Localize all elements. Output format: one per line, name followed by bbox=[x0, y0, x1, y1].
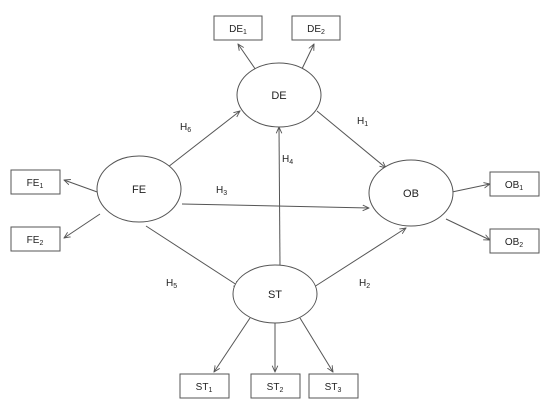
hypothesis-h4-base: H bbox=[282, 154, 289, 165]
indicator-st2-label: ST2 bbox=[267, 382, 284, 394]
indicator-fe2-sub: 2 bbox=[39, 240, 43, 247]
construct-fe-label: FE bbox=[132, 184, 146, 196]
hypothesis-h6-label: H6 bbox=[180, 122, 191, 134]
indicator-st2-base: ST bbox=[267, 382, 280, 393]
construct-st-ellipse bbox=[232, 264, 318, 324]
hypothesis-h3-sub: 3 bbox=[223, 190, 227, 197]
construct-st-label: ST bbox=[268, 289, 282, 301]
path-st-st1 bbox=[214, 317, 251, 372]
indicator-de1-sub: 1 bbox=[243, 29, 247, 36]
indicator-fe1-label: FE1 bbox=[27, 178, 44, 190]
indicator-ob1-base: OB bbox=[505, 180, 520, 191]
path-de-ob bbox=[316, 110, 386, 168]
indicator-de2-base: DE bbox=[307, 24, 321, 35]
construct-de-label: DE bbox=[271, 90, 286, 102]
construct-de-ellipse bbox=[236, 62, 322, 128]
indicator-fe1-base: FE bbox=[27, 178, 40, 189]
hypothesis-h1-label: H1 bbox=[357, 116, 368, 128]
hypothesis-h2-base: H bbox=[359, 278, 366, 289]
indicator-ob2-label: OB2 bbox=[505, 237, 523, 249]
indicator-fe1-sub: 1 bbox=[39, 183, 43, 190]
indicator-st3-base: ST bbox=[325, 382, 338, 393]
construct-fe-ellipse bbox=[96, 155, 182, 223]
path-fe-fe1 bbox=[64, 180, 101, 194]
hypothesis-h2-label: H2 bbox=[359, 278, 370, 290]
path-st-st3 bbox=[299, 317, 333, 372]
path-st-de bbox=[279, 127, 280, 268]
hypothesis-h6-sub: 6 bbox=[187, 127, 191, 134]
indicator-de2-sub: 2 bbox=[321, 29, 325, 36]
indicator-de1-base: DE bbox=[229, 24, 243, 35]
indicator-st3-box bbox=[308, 373, 359, 399]
indicator-de2-label: DE2 bbox=[307, 24, 325, 36]
indicator-st1-sub: 1 bbox=[208, 387, 212, 394]
hypothesis-h1-base: H bbox=[357, 116, 364, 127]
indicator-st2-box bbox=[250, 373, 301, 399]
indicator-fe2-box bbox=[10, 226, 61, 252]
indicator-st1-base: ST bbox=[196, 382, 209, 393]
construct-ob-label: OB bbox=[403, 188, 419, 200]
path-fe-de bbox=[167, 111, 240, 168]
indicator-ob1-sub: 1 bbox=[519, 185, 523, 192]
hypothesis-h1-sub: 1 bbox=[364, 121, 368, 128]
path-fe-ob bbox=[181, 203, 369, 208]
indicator-ob1-box bbox=[489, 171, 540, 197]
construct-ob-ellipse bbox=[368, 159, 454, 227]
indicator-ob1-label: OB1 bbox=[505, 180, 523, 192]
path-fe-st bbox=[145, 225, 240, 287]
path-de-de1 bbox=[238, 44, 259, 74]
indicator-st1-label: ST1 bbox=[196, 382, 213, 394]
hypothesis-h4-label: H4 bbox=[282, 154, 293, 166]
hypothesis-h2-sub: 2 bbox=[366, 283, 370, 290]
hypothesis-h5-label: H5 bbox=[166, 278, 177, 290]
hypothesis-h5-base: H bbox=[166, 278, 173, 289]
path-ob-ob2 bbox=[445, 218, 490, 240]
indicator-fe1-box bbox=[10, 169, 61, 195]
indicator-de2-box bbox=[291, 15, 341, 41]
indicator-st3-sub: 3 bbox=[337, 387, 341, 394]
indicator-de1-label: DE1 bbox=[229, 24, 247, 36]
hypothesis-h6-base: H bbox=[180, 122, 187, 133]
indicator-st3-label: ST3 bbox=[325, 382, 342, 394]
indicator-fe2-base: FE bbox=[27, 235, 40, 246]
hypothesis-h3-base: H bbox=[216, 185, 223, 196]
indicator-ob2-base: OB bbox=[505, 237, 520, 248]
indicator-ob2-sub: 2 bbox=[519, 242, 523, 249]
indicator-de1-box bbox=[213, 15, 263, 41]
hypothesis-h3-label: H3 bbox=[216, 185, 227, 197]
indicator-fe2-label: FE2 bbox=[27, 235, 44, 247]
indicator-ob2-box bbox=[489, 228, 540, 254]
path-st-ob bbox=[313, 228, 406, 288]
hypothesis-h5-sub: 5 bbox=[173, 283, 177, 290]
hypothesis-h4-sub: 4 bbox=[289, 159, 293, 166]
indicator-st2-sub: 2 bbox=[279, 387, 283, 394]
path-fe-fe2 bbox=[64, 213, 101, 238]
indicator-st1-box bbox=[179, 373, 230, 399]
path-ob-ob1 bbox=[451, 184, 490, 193]
